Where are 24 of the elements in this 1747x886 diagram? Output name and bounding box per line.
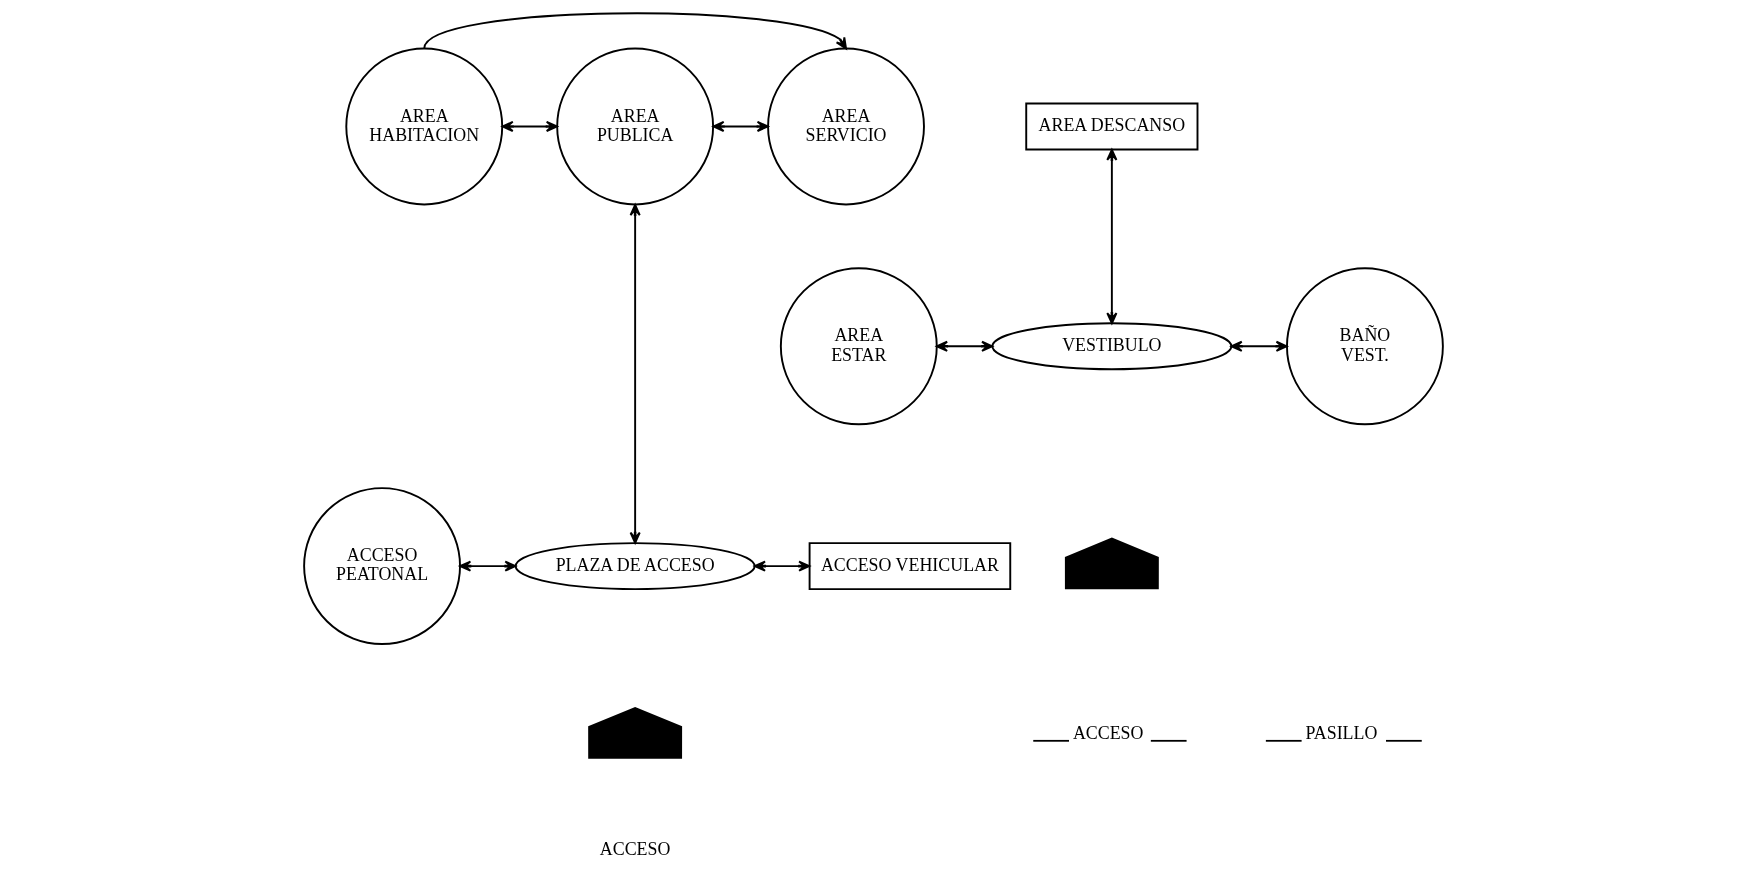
arrow <box>1106 148 1118 325</box>
label: ACCESO <box>599 838 671 859</box>
arrow <box>629 203 641 544</box>
node-box: ACCESO VEHICULAR <box>808 542 1012 591</box>
node-arrow <box>1064 537 1159 590</box>
arrow <box>712 120 769 132</box>
arrow <box>459 560 517 572</box>
node-circle: BAÑO VEST. <box>1286 267 1444 426</box>
node-circle: AREA PUBLICA <box>556 47 715 206</box>
node-arrow <box>588 706 683 759</box>
legend-label: PASILLO <box>1305 722 1378 743</box>
node-ellipse: VESTIBULO <box>991 322 1233 371</box>
node-circle: AREA SERVICIO <box>767 47 925 206</box>
arrow <box>935 340 994 352</box>
node-circle: AREA ESTAR <box>779 267 938 426</box>
arrow <box>423 12 847 50</box>
node-box: AREA DESCANSO <box>1025 102 1199 151</box>
arrow <box>501 120 558 132</box>
node-ellipse: PLAZA DE ACCESO <box>514 542 756 591</box>
node-circle: AREA HABITACION <box>345 47 504 206</box>
arrow <box>753 560 811 572</box>
arrow <box>1230 340 1288 352</box>
node-circle: ACCESO PEATONAL <box>303 487 461 646</box>
legend-label: ACCESO <box>1072 722 1144 743</box>
